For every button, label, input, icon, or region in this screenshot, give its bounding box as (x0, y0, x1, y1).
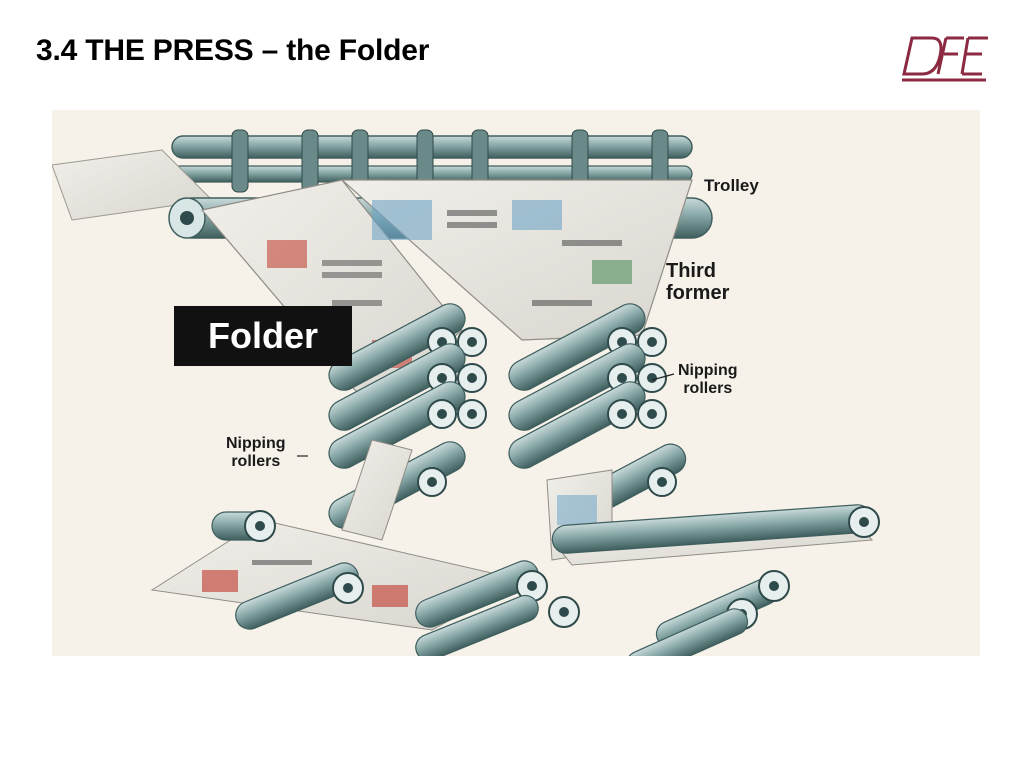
label-nipping-left-line1: Nipping (226, 435, 286, 452)
label-folder: Folder (174, 306, 352, 366)
left-ribbon (341, 439, 413, 541)
dfe-logo (902, 30, 992, 86)
lower-left-roller (211, 510, 580, 656)
label-third-former-line1: Third (666, 260, 716, 282)
leader-nipping-right (651, 373, 675, 381)
label-nipping-rollers-left: Nipping rollers (226, 435, 286, 471)
logo-letter-d (902, 36, 943, 76)
diagram-artwork (52, 129, 880, 656)
logo-letter-e (960, 36, 988, 76)
logo-letter-f (936, 36, 964, 75)
label-nipping-right-line2: rollers (683, 379, 733, 397)
label-nipping-left-line2: rollers (231, 452, 281, 470)
label-nipping-rollers-right: Nipping rollers (678, 362, 738, 398)
slide-title: 3.4 THE PRESS – the Folder (36, 34, 430, 67)
label-nipping-right-line1: Nipping (678, 362, 738, 379)
dfe-logo-mark (902, 36, 988, 82)
bottom-right-rollers (625, 570, 790, 656)
label-third-former-line2: former (666, 282, 730, 305)
third-former-print (372, 200, 632, 306)
label-third-former: Third former (666, 260, 729, 305)
label-trolley: Trolley (704, 176, 759, 195)
press-folder-diagram: Trolley Third former Folder Nipping roll… (52, 110, 980, 656)
trolley-bars (171, 129, 693, 193)
lower-right-roller (551, 504, 880, 554)
